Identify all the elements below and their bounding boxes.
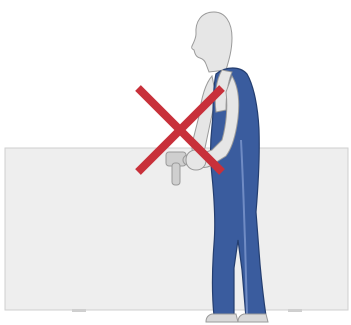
person-head <box>192 12 232 72</box>
handle-lever <box>172 163 180 185</box>
person-shoe-front <box>238 314 268 322</box>
person-shoe-back <box>206 314 238 322</box>
panel-foot-left <box>72 309 86 312</box>
panel-foot-right <box>288 309 302 312</box>
